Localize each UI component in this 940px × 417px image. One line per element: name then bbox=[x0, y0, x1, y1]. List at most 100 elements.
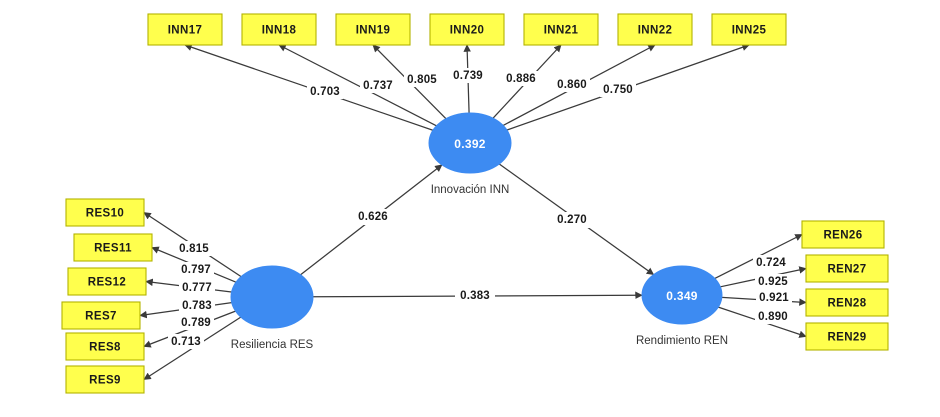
indicator-label: INN17 bbox=[168, 25, 203, 37]
latent-r2-value: 0.349 bbox=[666, 289, 698, 303]
loading-value-ren27: 0.925 bbox=[758, 276, 788, 288]
indicator-inn21[interactable]: INN21 bbox=[523, 13, 599, 46]
path-coefficient-inn-ren: 0.270 bbox=[557, 214, 587, 226]
loading-value-backdrop bbox=[600, 82, 636, 97]
indicator-box[interactable] bbox=[61, 301, 141, 330]
indicator-label: REN29 bbox=[827, 332, 866, 344]
latent-res[interactable]: Resiliencia RES bbox=[230, 265, 314, 351]
indicator-box[interactable] bbox=[65, 198, 145, 227]
indicator-box[interactable] bbox=[711, 13, 787, 46]
latent-r2-value: 0.392 bbox=[454, 137, 486, 151]
indicator-res10[interactable]: RES10 bbox=[65, 198, 145, 227]
indicator-res7[interactable]: RES7 bbox=[61, 301, 141, 330]
latent-name-label: Innovación INN bbox=[431, 184, 510, 196]
indicator-box[interactable] bbox=[805, 254, 889, 283]
loading-value-backdrop bbox=[360, 78, 396, 93]
indicator-box[interactable] bbox=[801, 220, 885, 249]
indicator-inn17[interactable]: INN17 bbox=[147, 13, 223, 46]
loading-value-backdrop bbox=[168, 334, 204, 349]
loading-value-backdrop bbox=[176, 241, 212, 256]
indicator-label: INN25 bbox=[732, 25, 767, 37]
latent-circle[interactable] bbox=[641, 265, 723, 325]
indicator-box[interactable] bbox=[805, 322, 889, 351]
loading-value-res11: 0.797 bbox=[181, 264, 211, 276]
latent-circle[interactable] bbox=[428, 112, 512, 174]
indicator-res9[interactable]: RES9 bbox=[65, 365, 145, 394]
loading-value-inn19: 0.805 bbox=[407, 74, 437, 86]
indicator-box[interactable] bbox=[65, 365, 145, 394]
indicator-inn18[interactable]: INN18 bbox=[241, 13, 317, 46]
loading-value-backdrop bbox=[307, 84, 343, 99]
path-coefficient-backdrop bbox=[552, 212, 592, 228]
loading-arrow-inn18 bbox=[278, 44, 437, 127]
edge-layer bbox=[139, 43, 807, 381]
path-coefficient-res-ren: 0.383 bbox=[460, 290, 490, 302]
indicator-inn22[interactable]: INN22 bbox=[617, 13, 693, 46]
indicator-box[interactable] bbox=[65, 332, 145, 361]
node-layer: INN17 INN18 INN19 INN20 INN21 INN22 INN25RES10… bbox=[61, 13, 889, 394]
loading-value-res9: 0.713 bbox=[171, 336, 201, 348]
indicator-ren29[interactable]: REN29 bbox=[805, 322, 889, 351]
indicator-ren28[interactable]: REN28 bbox=[805, 288, 889, 317]
indicator-label: INN21 bbox=[544, 25, 579, 37]
indicator-box[interactable] bbox=[147, 13, 223, 46]
indicator-label: REN26 bbox=[823, 230, 862, 242]
indicator-ren26[interactable]: REN26 bbox=[801, 220, 885, 249]
indicator-res11[interactable]: RES11 bbox=[73, 233, 153, 262]
loading-value-inn21: 0.886 bbox=[506, 73, 536, 85]
indicator-label: RES10 bbox=[86, 208, 124, 220]
loading-value-backdrop bbox=[755, 274, 791, 289]
loading-value-res8: 0.789 bbox=[181, 317, 211, 329]
indicator-box[interactable] bbox=[523, 13, 599, 46]
loading-value-ren26: 0.724 bbox=[756, 257, 786, 269]
indicator-label: INN19 bbox=[356, 25, 391, 37]
indicator-label: RES8 bbox=[89, 342, 121, 354]
indicator-inn25[interactable]: INN25 bbox=[711, 13, 787, 46]
loading-value-ren29: 0.890 bbox=[758, 311, 788, 323]
indicator-inn20[interactable]: INN20 bbox=[429, 13, 505, 46]
indicator-box[interactable] bbox=[335, 13, 411, 46]
indicator-label: INN22 bbox=[638, 25, 673, 37]
indicator-ren27[interactable]: REN27 bbox=[805, 254, 889, 283]
path-coefficient-backdrop bbox=[455, 288, 495, 304]
indicator-box[interactable] bbox=[67, 267, 147, 296]
indicator-res12[interactable]: RES12 bbox=[67, 267, 147, 296]
loading-value-backdrop bbox=[179, 280, 215, 295]
latent-name-label: Resiliencia RES bbox=[231, 339, 314, 351]
indicator-label: INN18 bbox=[262, 25, 297, 37]
loading-value-backdrop bbox=[756, 290, 792, 305]
loading-value-backdrop bbox=[503, 71, 539, 86]
loading-value-backdrop bbox=[755, 309, 791, 324]
loading-value-backdrop bbox=[404, 72, 440, 87]
latent-name-label: Rendimiento REN bbox=[636, 335, 728, 347]
loading-value-inn20: 0.739 bbox=[453, 70, 483, 82]
loading-value-backdrop bbox=[753, 255, 789, 270]
indicator-box[interactable] bbox=[429, 13, 505, 46]
loading-value-backdrop bbox=[450, 68, 486, 83]
indicator-label: RES11 bbox=[94, 243, 132, 255]
indicator-label: INN20 bbox=[450, 25, 485, 37]
loading-value-inn25: 0.750 bbox=[603, 84, 633, 96]
indicator-label: REN28 bbox=[827, 298, 866, 310]
indicator-label: REN27 bbox=[827, 264, 866, 276]
path-coefficient-backdrop bbox=[353, 209, 393, 225]
loading-value-backdrop bbox=[178, 315, 214, 330]
path-coefficient-res-inn: 0.626 bbox=[358, 211, 388, 223]
loading-value-inn18: 0.737 bbox=[363, 80, 393, 92]
indicator-box[interactable] bbox=[73, 233, 153, 262]
indicator-label: RES9 bbox=[89, 375, 121, 387]
indicator-res8[interactable]: RES8 bbox=[65, 332, 145, 361]
indicator-box[interactable] bbox=[805, 288, 889, 317]
latent-circle[interactable] bbox=[230, 265, 314, 329]
indicator-inn19[interactable]: INN19 bbox=[335, 13, 411, 46]
loading-value-inn17: 0.703 bbox=[310, 86, 340, 98]
indicator-box[interactable] bbox=[617, 13, 693, 46]
loading-value-backdrop bbox=[554, 77, 590, 92]
indicator-box[interactable] bbox=[241, 13, 317, 46]
loading-value-inn22: 0.860 bbox=[557, 79, 587, 91]
